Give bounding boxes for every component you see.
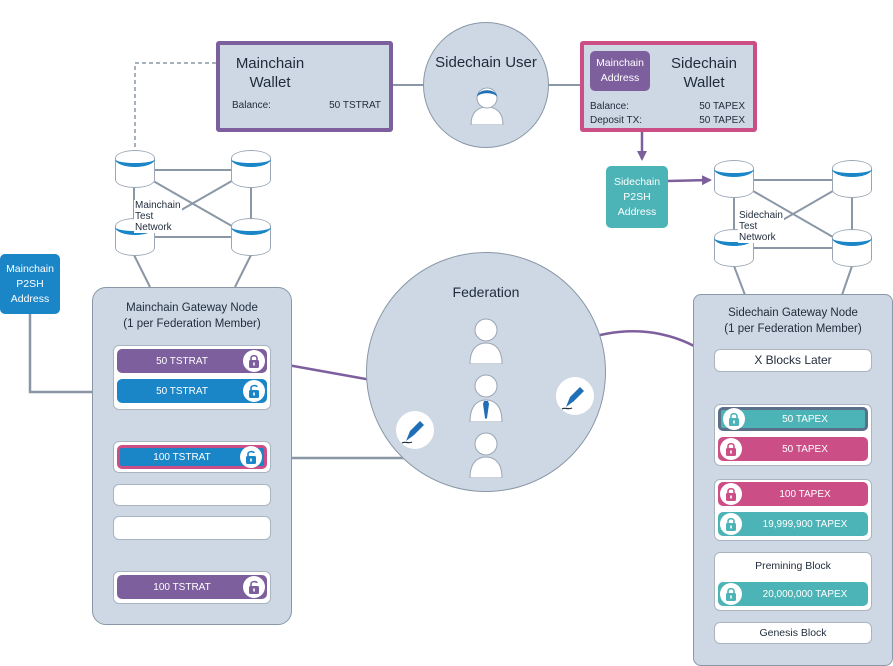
server-icon (231, 218, 271, 256)
sidechain-p2sh-address: Sidechain P2SH Address (606, 166, 668, 228)
amount-entry: 19,999,900 TAPEX (718, 512, 868, 536)
user-avatar-icon (469, 85, 505, 130)
sidechain-wallet-deposit-row: Deposit TX: 50 TAPEX (590, 114, 745, 127)
server-icon (115, 150, 155, 188)
amount-entry: 100 TSTRAT (117, 575, 267, 599)
amount-entry: 100 TAPEX (718, 482, 868, 506)
mainchain-gateway-title: Mainchain Gateway Node (126, 302, 258, 314)
balance-label: Balance: (232, 100, 271, 111)
amount-label: 50 TAPEX (782, 413, 828, 425)
amount-entry: 20,000,000 TAPEX (718, 582, 868, 606)
mainchain-block (113, 516, 271, 540)
sidechain-gateway-title: Sidechain Gateway Node (728, 307, 858, 319)
unlock-icon (243, 380, 265, 402)
amount-label: 100 TSTRAT (153, 451, 211, 463)
unlock-icon (243, 576, 265, 598)
lock-icon (720, 513, 742, 535)
amount-entry: 50 TAPEX (718, 407, 868, 431)
amount-entry: 100 TSTRAT (117, 445, 267, 469)
lock-icon (720, 583, 742, 605)
amount-label: 100 TSTRAT (153, 581, 211, 593)
mainchain-wallet-balance-row: Balance: 50 TSTRAT (232, 99, 381, 112)
balance-value: 50 TAPEX (699, 101, 745, 112)
server-icon (714, 160, 754, 198)
mainchain-gateway-subtitle: (1 per Federation Member) (123, 318, 261, 330)
deposit-label: Deposit TX: (590, 115, 643, 126)
federation-title: Federation (452, 284, 520, 300)
amount-label: 20,000,000 TAPEX (762, 588, 848, 600)
mainchain-wallet-title: Mainchain Wallet (235, 55, 305, 91)
sidechain-wallet-title: Sidechain Wallet (671, 55, 737, 91)
mainchain-p2sh-to-gateway-arrow (28, 314, 114, 397)
sidechain-wallet: Mainchain Address Sidechain Wallet Balan… (580, 41, 757, 132)
lock-icon (723, 408, 745, 430)
sign-pen-icon (396, 411, 434, 449)
amount-label: 50 TSTRAT (156, 385, 208, 397)
mainchain-network-label: Mainchain Test Network (134, 200, 182, 233)
mainchain-block (113, 484, 271, 506)
mainchain-wallet: Mainchain Wallet Balance: 50 TSTRAT (216, 41, 393, 132)
amount-entry: 50 TSTRAT (117, 379, 267, 403)
premining-block-title: Premining Block (755, 560, 831, 572)
federation-leader-icon (468, 372, 504, 427)
mainchain-address-tag: Mainchain Address (590, 51, 650, 91)
lock-icon (243, 350, 265, 372)
amount-label: 100 TAPEX (779, 488, 831, 500)
sidechain-gateway-subtitle: (1 per Federation Member) (724, 323, 862, 335)
amount-label: 50 TAPEX (782, 443, 828, 455)
lock-icon (720, 438, 742, 460)
genesis-block: Genesis Block (714, 622, 872, 644)
amount-entry: 50 TSTRAT (117, 349, 267, 373)
federation-member-icon (468, 316, 504, 369)
server-icon (832, 229, 872, 267)
federation-member-icon (468, 430, 504, 483)
mainchain-p2sh-address: Mainchain P2SH Address (0, 254, 60, 314)
sidechain-network-label: Sidechain Test Network (738, 210, 784, 243)
unlock-icon (240, 446, 262, 468)
amount-entry: 50 TAPEX (718, 437, 868, 461)
sign-pen-icon (556, 377, 594, 415)
server-icon (231, 150, 271, 188)
server-icon (832, 160, 872, 198)
sidechain-p2sh-to-network-arrow (667, 175, 712, 186)
x-blocks-later-block: X Blocks Later (714, 349, 872, 372)
balance-label: Balance: (590, 101, 629, 112)
wallet-to-network-dashed-line (134, 62, 216, 150)
amount-label: 50 TSTRAT (156, 355, 208, 367)
amount-label: 19,999,900 TAPEX (762, 518, 848, 530)
deposit-value: 50 TAPEX (699, 115, 745, 126)
sidechain-user-title: Sidechain User (435, 54, 537, 71)
lock-icon (720, 483, 742, 505)
sidechain-wallet-balance-row: Balance: 50 TAPEX (590, 100, 745, 113)
balance-value: 50 TSTRAT (329, 100, 381, 111)
sidechain-user-node: Sidechain User (423, 22, 549, 148)
